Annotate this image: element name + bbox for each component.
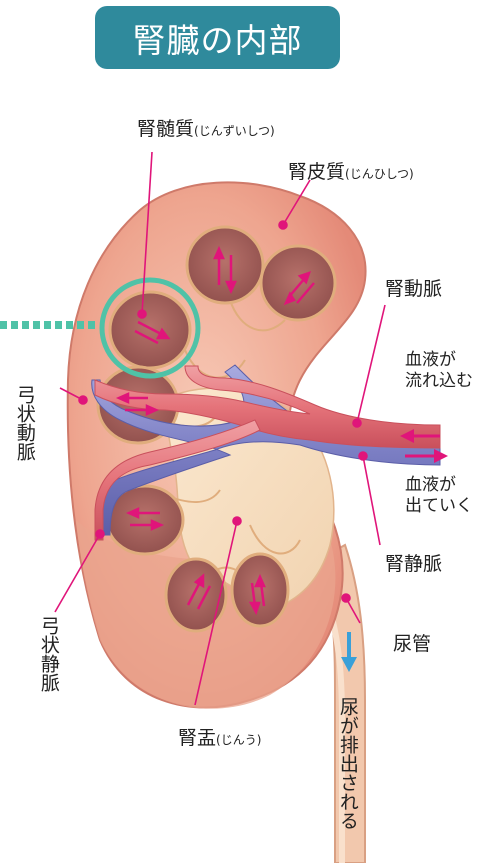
blood-in-line1: 血液が	[405, 350, 473, 371]
blood-out-label: 血液が 出ていく	[405, 475, 473, 518]
cortex-reading: (じんひしつ)	[345, 167, 414, 181]
pelvis-label: 腎盂(じんう)	[178, 727, 261, 750]
blood-out-line2: 出ていく	[405, 496, 473, 517]
blood-in-line2: 流れ込む	[405, 371, 473, 392]
pelvis-label-text: 腎盂	[178, 727, 216, 749]
renal-vein-label: 腎静脈	[385, 553, 442, 576]
cortex-label-text: 腎皮質	[288, 161, 345, 183]
cortex-label: 腎皮質(じんひしつ)	[288, 161, 414, 184]
urine-out-label: 尿が排出される	[337, 697, 358, 830]
arcuate-vein-label: 弓状静脈	[38, 616, 59, 692]
renal-artery-label: 腎動脈	[385, 278, 442, 301]
medulla-label-text: 腎髄質	[137, 118, 194, 140]
medulla-label: 腎髄質(じんずいしつ)	[137, 118, 275, 141]
pelvis-reading: (じんう)	[216, 733, 261, 747]
blood-out-line1: 血液が	[405, 475, 473, 496]
blood-in-label: 血液が 流れ込む	[405, 350, 473, 393]
ureter-label: 尿管	[393, 633, 431, 656]
arcuate-artery-label: 弓状動脈	[14, 385, 35, 461]
medulla-reading: (じんずいしつ)	[194, 124, 275, 138]
